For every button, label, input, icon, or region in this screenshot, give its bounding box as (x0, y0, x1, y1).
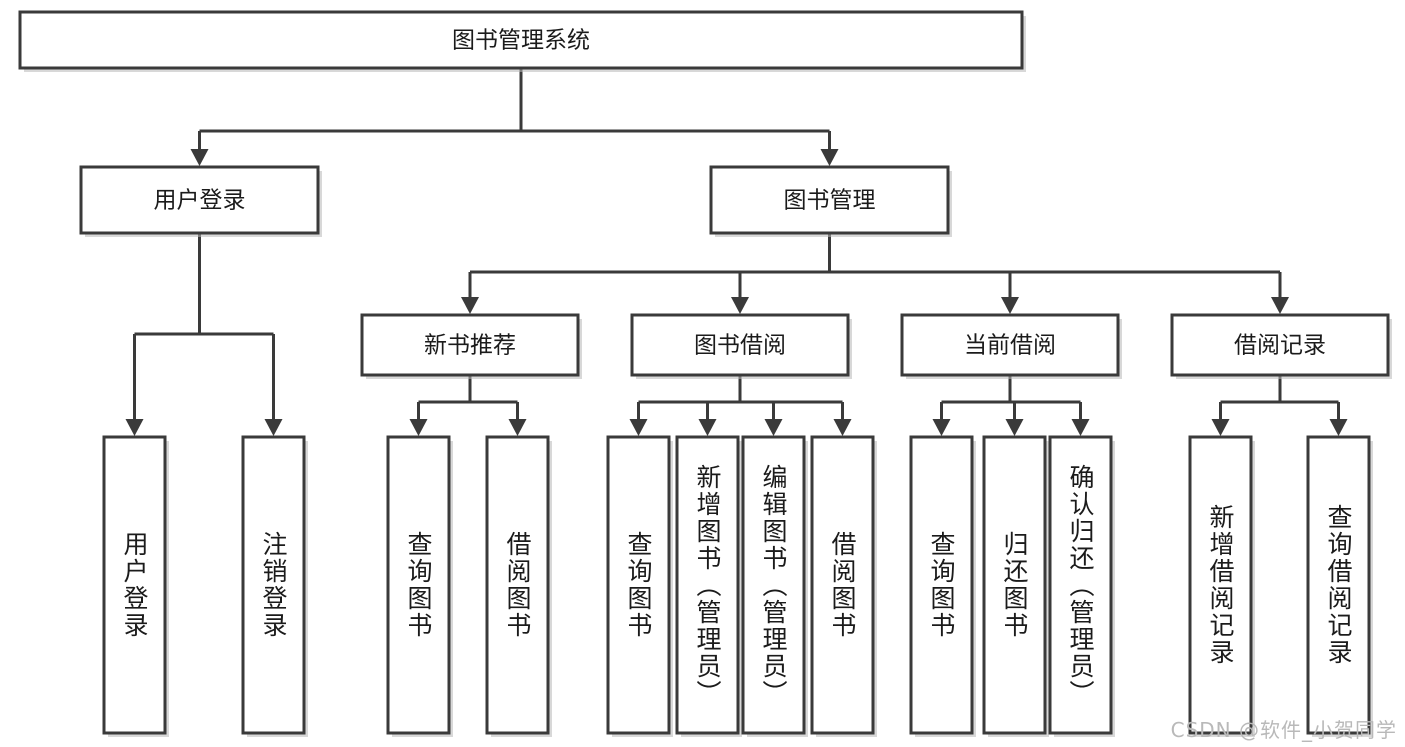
edge-connector (417, 375, 519, 421)
edge-arrowhead (629, 419, 648, 436)
edge-connector (198, 68, 831, 151)
node-box-leaf-query-book-3[interactable] (909, 435, 974, 735)
node-label-user-login: 用户登录 (154, 188, 246, 214)
edge-arrowhead (932, 419, 951, 436)
edge-arrowhead (508, 419, 527, 436)
node-box-leaf-query-book-2[interactable] (606, 435, 671, 735)
edge-connector (133, 233, 275, 421)
edge-arrowhead (1005, 419, 1024, 436)
node-box-user-login[interactable] (79, 165, 320, 235)
edge-connector (1219, 375, 1340, 421)
node-box-leaf-user-login[interactable] (102, 435, 167, 735)
edge-arrowhead (1001, 297, 1019, 314)
node-box-new-book-rec[interactable] (360, 313, 580, 377)
node-label-book-borrow: 图书借阅 (694, 333, 786, 359)
node-box-leaf-return-book[interactable] (982, 435, 1047, 735)
edge-arrowhead (764, 419, 783, 436)
node-label-root: 图书管理系统 (452, 28, 590, 54)
node-box-leaf-add-record[interactable] (1188, 435, 1253, 735)
node-label-borrow-record: 借阅记录 (1234, 333, 1326, 359)
edge-arrowhead (698, 419, 717, 436)
edge-arrowhead (820, 149, 839, 166)
node-label-current-borrow: 当前借阅 (964, 333, 1056, 359)
node-box-book-borrow[interactable] (630, 313, 850, 377)
edge-connector (637, 375, 844, 421)
edge-arrowhead (1071, 419, 1090, 436)
node-label-new-book-rec: 新书推荐 (424, 333, 516, 359)
edge-arrowhead (461, 297, 479, 314)
node-box-book-manage[interactable] (709, 165, 950, 235)
edge-arrowhead (1211, 419, 1230, 436)
edge-connector (940, 375, 1082, 421)
edge-arrowhead (264, 419, 283, 436)
edge-arrowhead (833, 419, 852, 436)
node-box-root[interactable] (18, 10, 1024, 70)
edge-arrowhead (731, 297, 749, 314)
node-label-book-manage: 图书管理 (784, 188, 876, 214)
node-box-leaf-confirm-return[interactable] (1048, 435, 1113, 735)
edge-arrowhead (1271, 297, 1289, 314)
node-box-borrow-record[interactable] (1170, 313, 1390, 377)
node-box-leaf-add-book[interactable] (675, 435, 740, 735)
node-box-leaf-logout[interactable] (241, 435, 306, 735)
edge-arrowhead (409, 419, 428, 436)
edge-arrowhead (190, 149, 209, 166)
node-box-current-borrow[interactable] (900, 313, 1120, 377)
edge-connector (468, 233, 1282, 299)
watermark-text: CSDN @软件_小贺同学 (1170, 718, 1397, 742)
node-box-leaf-query-record[interactable] (1306, 435, 1371, 735)
node-box-leaf-edit-book[interactable] (741, 435, 806, 735)
node-box-leaf-query-book-1[interactable] (386, 435, 451, 735)
edge-arrowhead (1329, 419, 1348, 436)
node-box-leaf-borrow-book-1[interactable] (485, 435, 550, 735)
node-box-leaf-borrow-book-2[interactable] (810, 435, 875, 735)
edge-arrowhead (125, 419, 144, 436)
